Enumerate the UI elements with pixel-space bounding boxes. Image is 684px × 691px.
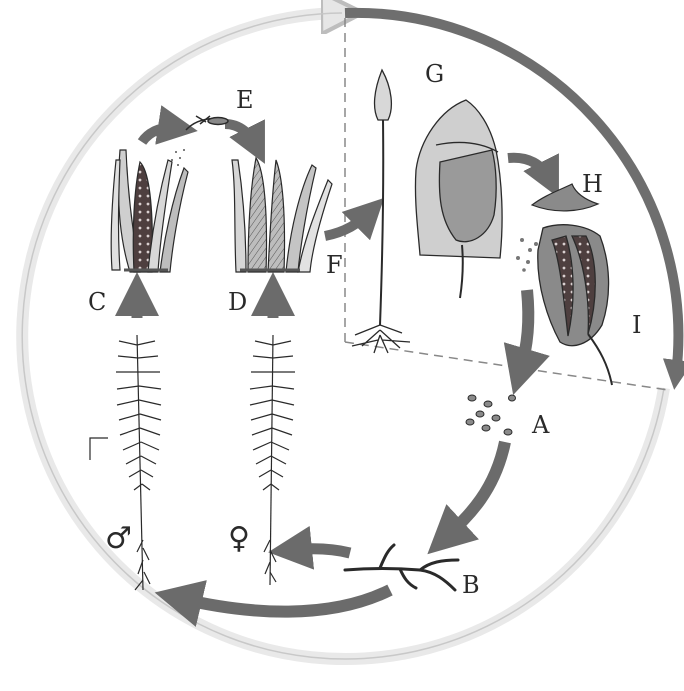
arrow-sperm-to-archegonia xyxy=(225,124,256,146)
sperm-illustration xyxy=(186,116,228,130)
arrow-spores-to-protonema xyxy=(445,442,505,538)
antheridial-head-illustration xyxy=(111,149,188,272)
label-E: E xyxy=(236,86,254,114)
sporophyte-sector-divider xyxy=(345,18,668,390)
label-A: A xyxy=(531,411,550,439)
protonema-illustration xyxy=(345,545,458,590)
label-D: D xyxy=(228,288,247,316)
female-gametophyte-shoot xyxy=(250,335,295,585)
archegonial-head-illustration xyxy=(232,158,332,272)
label-C: C xyxy=(88,288,106,316)
female-symbol: ♀ xyxy=(228,521,250,556)
arrow-protonema-to-female xyxy=(290,549,350,553)
label-I: I xyxy=(632,311,641,339)
arrow-to-sperm xyxy=(142,128,178,142)
arrow-protonema-to-male xyxy=(178,590,390,612)
label-B: B xyxy=(462,571,480,599)
label-G: G xyxy=(425,60,444,88)
arrow-fertilization-to-sporophyte xyxy=(325,212,370,236)
arrow-capsule-to-operculum xyxy=(508,158,550,180)
arrow-capsule-to-spores xyxy=(520,290,528,372)
spores-illustration xyxy=(466,395,516,435)
capsule-with-calyptra-illustration xyxy=(415,100,502,298)
sporophyte-illustration xyxy=(352,70,410,353)
label-F: F xyxy=(326,251,343,279)
male-symbol: ♂ xyxy=(105,521,132,556)
label-H: H xyxy=(582,170,603,198)
scale-bracket xyxy=(90,438,108,460)
sporophyte-phase-arc xyxy=(345,13,678,375)
